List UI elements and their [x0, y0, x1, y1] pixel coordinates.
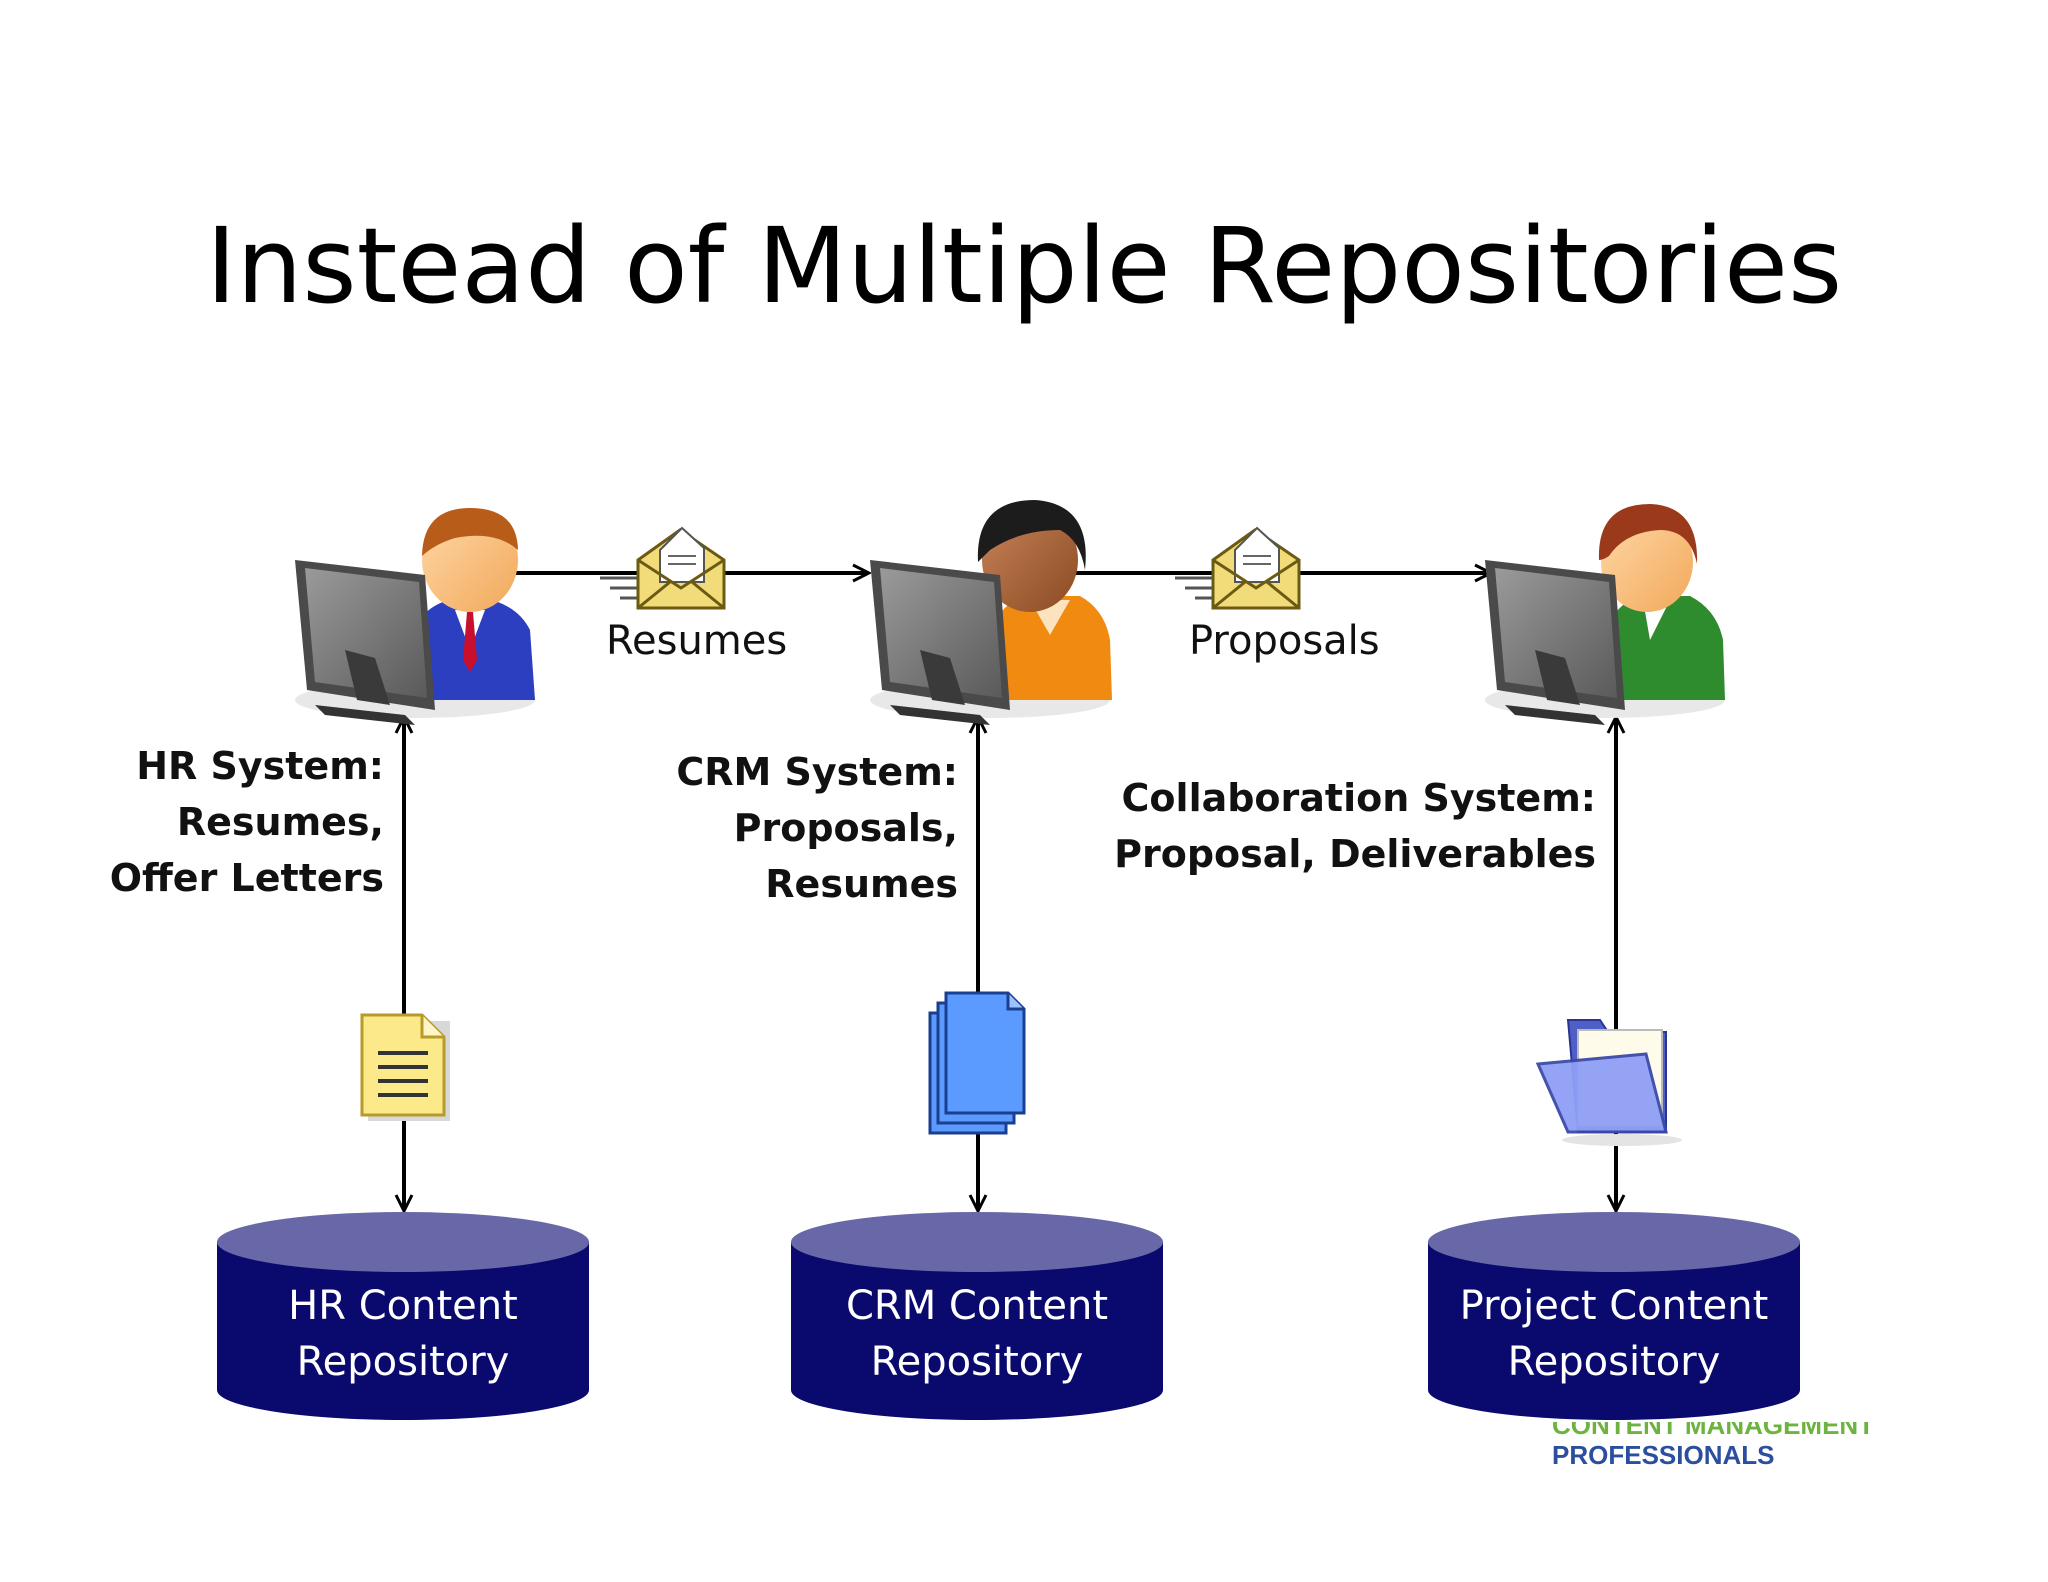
repository-label-line: Repository [870, 1339, 1084, 1385]
documents-stack-icon [928, 991, 1026, 1135]
collab-system-label: Collaboration System: Proposal, Delivera… [1114, 770, 1596, 882]
footer-logo-line1: CONTENT MANAGEMENT [1552, 1410, 1875, 1440]
crm-system-item: Proposals, [733, 806, 958, 850]
hr-system-label: HR System: Resumes, Offer Letters [110, 738, 384, 906]
flow-label-resumes: Resumes [606, 618, 788, 664]
computer-user-icon [870, 500, 1112, 725]
collab-system-title: Collaboration System: [1121, 776, 1596, 820]
project-repository-label: Project Content Repository [1428, 1278, 1800, 1390]
footer-logo-line2: PROFESSIONALS [1552, 1440, 1775, 1470]
folder-icon [1535, 1019, 1682, 1146]
crm-system-label: CRM System: Proposals, Resumes [676, 744, 958, 912]
crm-repository-label: CRM Content Repository [791, 1278, 1163, 1390]
hr-repository-label: HR Content Repository [217, 1278, 589, 1390]
envelope-icon [600, 526, 726, 610]
hr-system-item: Offer Letters [109, 856, 384, 900]
collab-system-item: Proposal, Deliverables [1114, 832, 1596, 876]
crm-system-item: Resumes [765, 862, 958, 906]
repository-label-line: Project Content [1459, 1283, 1769, 1329]
computer-user-icon [1485, 504, 1725, 725]
hr-system-title: HR System: [136, 744, 384, 788]
slide-title: Instead of Multiple Repositories [205, 205, 1843, 327]
project-repository [1428, 1212, 1800, 1420]
flow-label-proposals: Proposals [1189, 618, 1380, 664]
repository-label-line: Repository [296, 1339, 510, 1385]
document-icon [360, 1013, 450, 1121]
repository-label-line: HR Content [288, 1283, 518, 1329]
hr-system-item: Resumes, [176, 800, 384, 844]
hr-repository [217, 1212, 589, 1420]
crm-system-title: CRM System: [676, 750, 958, 794]
computer-user-icon [295, 508, 535, 725]
repository-label-line: CRM Content [845, 1283, 1109, 1329]
repository-label-line: Repository [1507, 1339, 1721, 1385]
footer-logo: CONTENT MANAGEMENT PROFESSIONALS [1552, 1410, 1874, 1470]
envelope-icon [1175, 526, 1301, 610]
crm-repository [791, 1212, 1163, 1420]
